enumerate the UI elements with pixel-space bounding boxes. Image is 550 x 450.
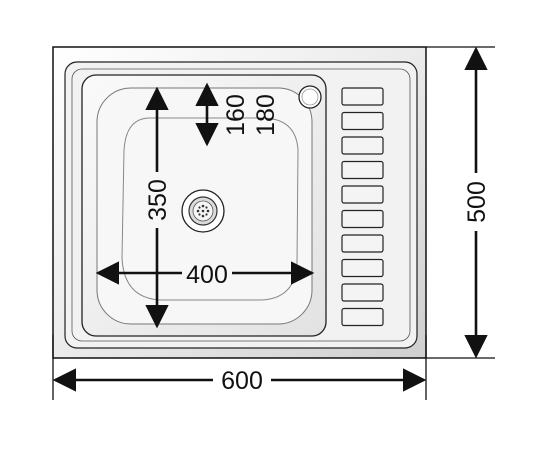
bowl-depth-label-b: 180 (252, 94, 280, 136)
tap-hole (298, 85, 322, 109)
drainer-rib (341, 111, 384, 131)
overall-depth-label: 500 (463, 181, 491, 223)
drainer-rib (341, 209, 384, 229)
drainer-rib (341, 160, 384, 180)
drainer-rib (341, 307, 384, 327)
overall-width-label: 600 (221, 367, 263, 395)
drain-icon (181, 189, 225, 233)
sink-inner-rim-2 (71, 68, 411, 342)
drainer-rib (341, 136, 384, 155)
drainer-ribs (341, 87, 384, 327)
drainer-rib (341, 234, 384, 253)
bowl-depth-label-a: 160 (222, 94, 250, 136)
bowl-length-label: 350 (144, 179, 172, 221)
drainer-rib (341, 185, 384, 204)
drainer-rib (341, 283, 384, 302)
drainer-rib (341, 87, 384, 106)
bowl-width-label: 400 (186, 261, 228, 289)
dimension-labels: 600 500 400 350 160 180 (144, 94, 491, 395)
bowl-floor-contour (121, 117, 299, 301)
drainer-rib (341, 258, 384, 278)
